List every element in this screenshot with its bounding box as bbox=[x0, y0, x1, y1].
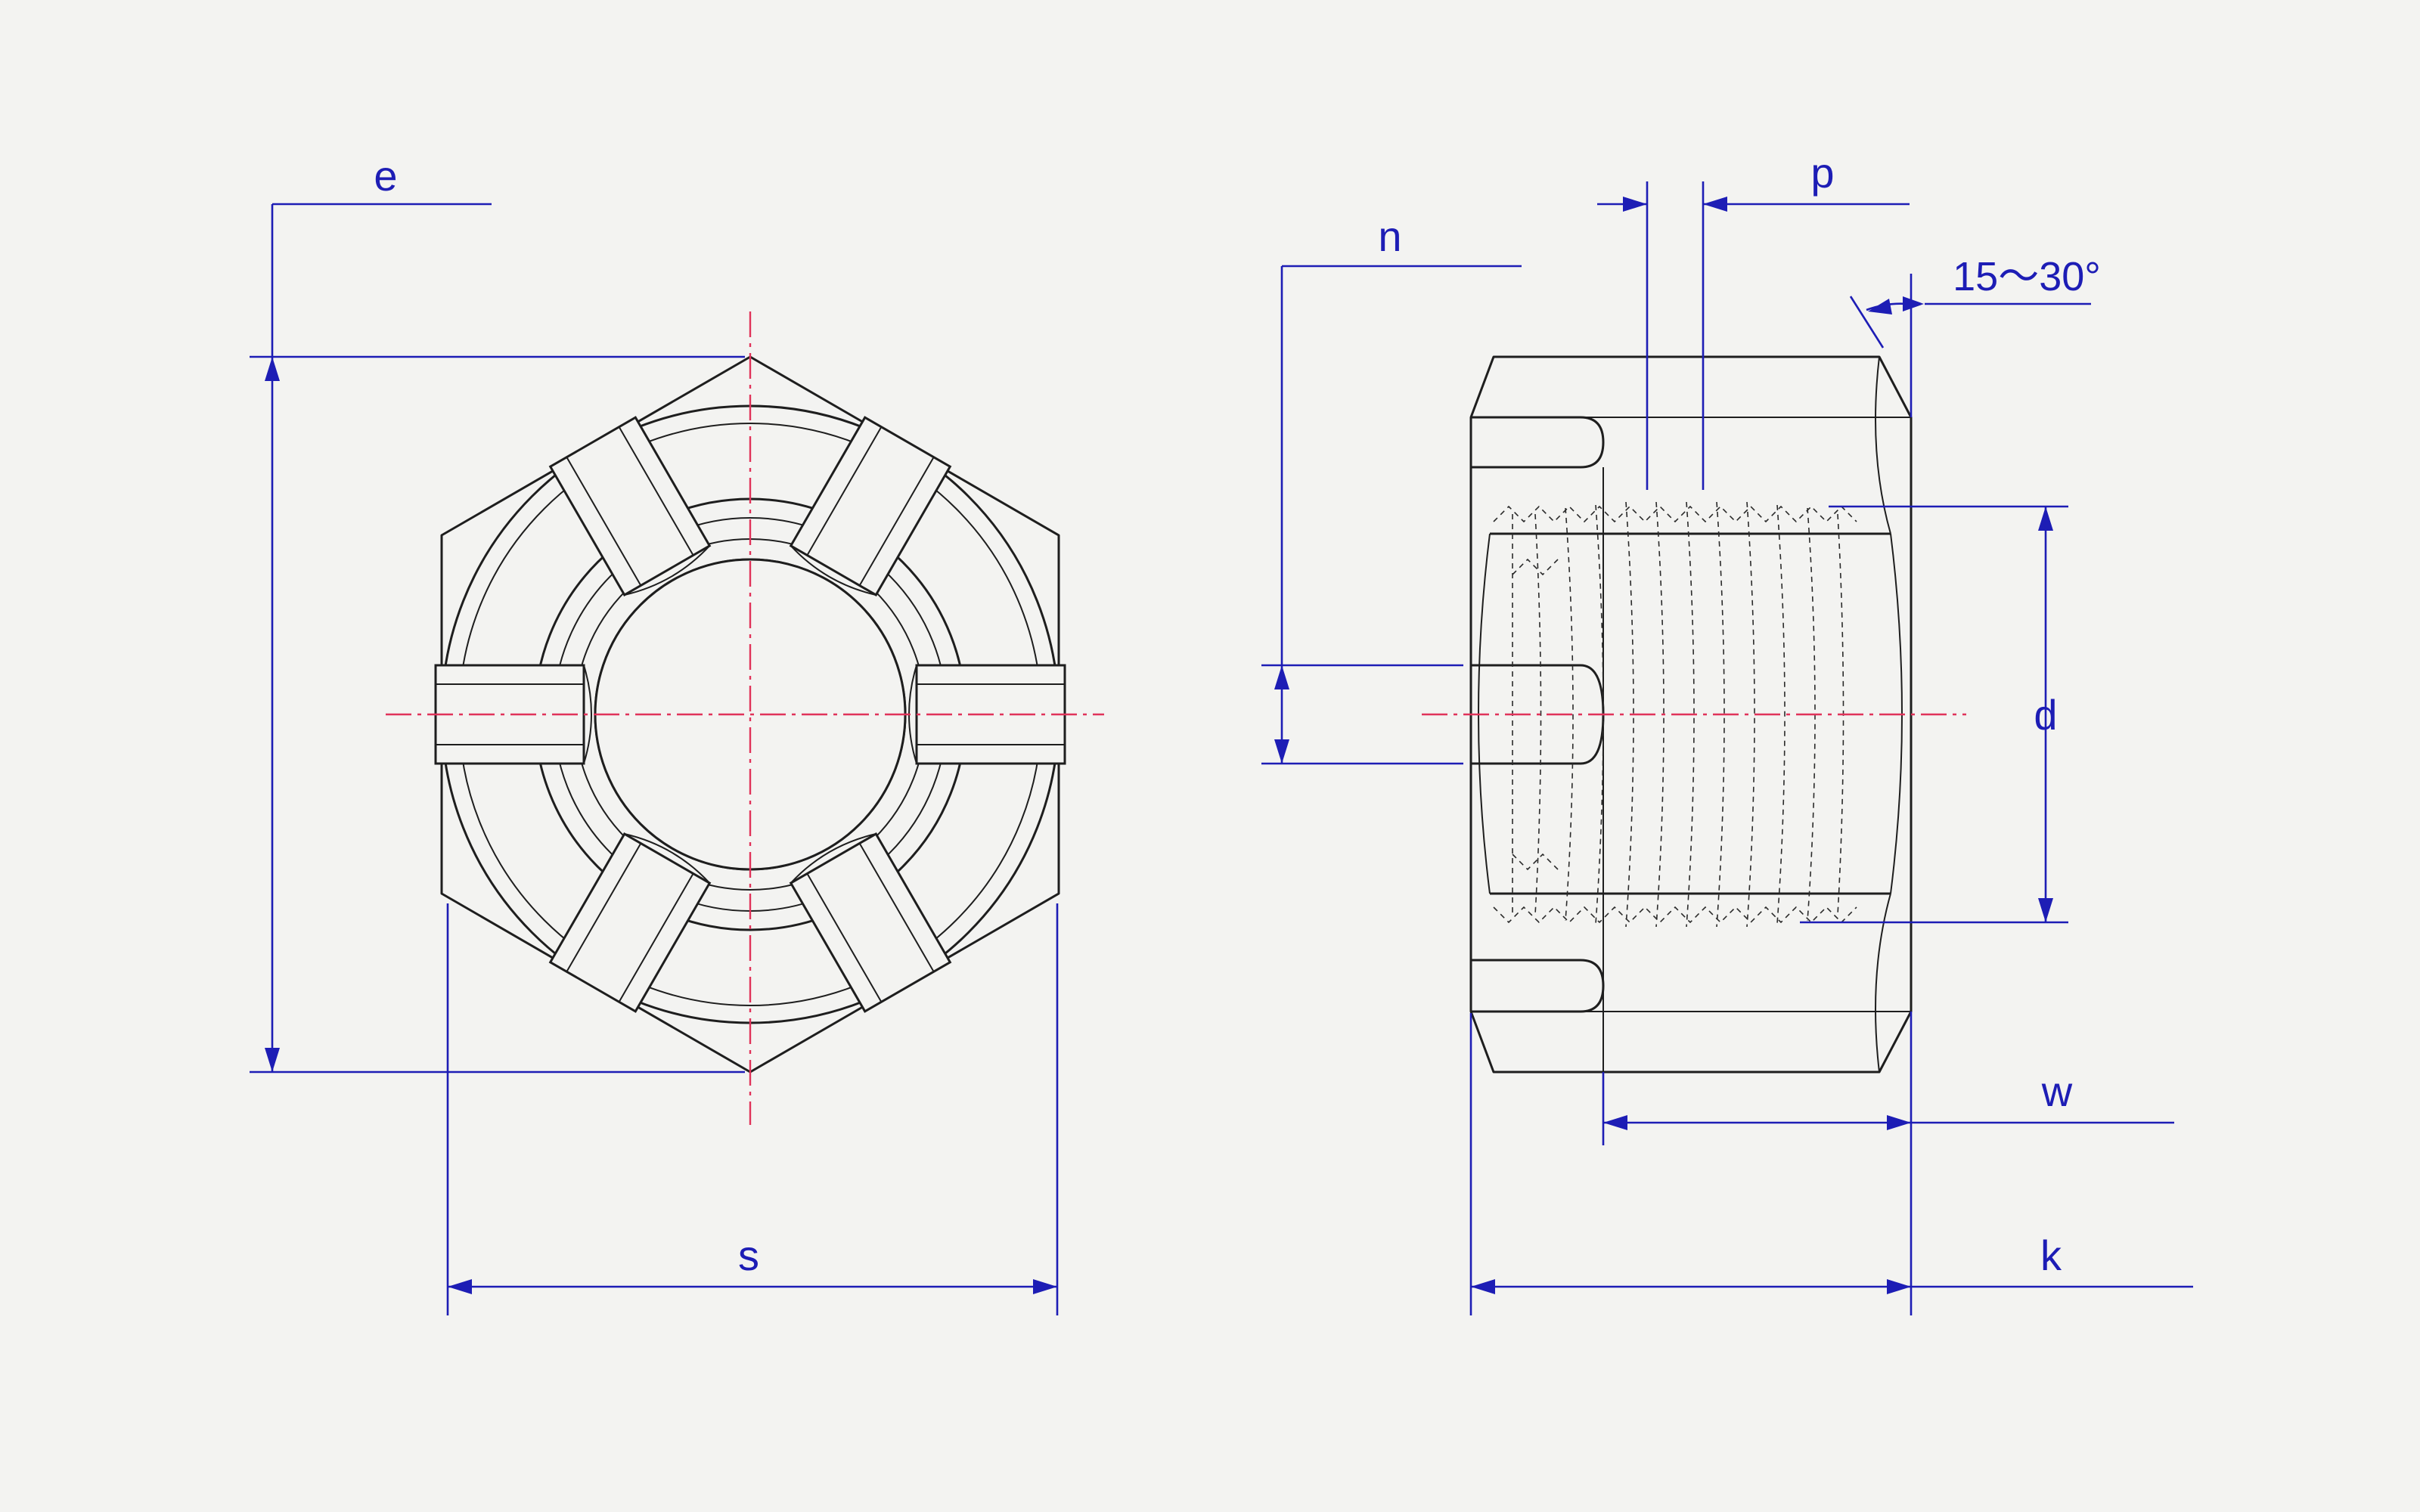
dimension-d: d bbox=[1800, 505, 2068, 924]
label-k: k bbox=[2040, 1232, 2062, 1279]
radial-slot bbox=[548, 832, 712, 1013]
label-e: e bbox=[374, 152, 397, 200]
label-angle: 15～30° bbox=[1953, 254, 2101, 299]
radial-slot bbox=[789, 416, 952, 597]
label-s: s bbox=[738, 1232, 759, 1279]
side-slot-top bbox=[1471, 416, 1605, 469]
dimension-e: e bbox=[250, 152, 745, 1074]
label-d: d bbox=[2034, 691, 2057, 739]
radial-slot bbox=[548, 416, 712, 597]
dimension-w: w bbox=[1602, 1012, 2174, 1315]
side-view bbox=[1422, 355, 1966, 1074]
side-slot-bottom bbox=[1471, 959, 1605, 1013]
label-p: p bbox=[1810, 149, 1834, 197]
dimension-s: s bbox=[446, 903, 1059, 1315]
radial-slot bbox=[789, 832, 952, 1013]
front-view bbox=[386, 311, 1104, 1125]
dimension-p: p bbox=[1597, 149, 1910, 490]
label-w: w bbox=[2041, 1067, 2073, 1115]
dimension-n: n bbox=[1261, 212, 1522, 765]
label-n: n bbox=[1378, 212, 1401, 260]
dimension-angle: 15～30° bbox=[1849, 254, 2101, 417]
dimension-k: k bbox=[1469, 1013, 2193, 1315]
